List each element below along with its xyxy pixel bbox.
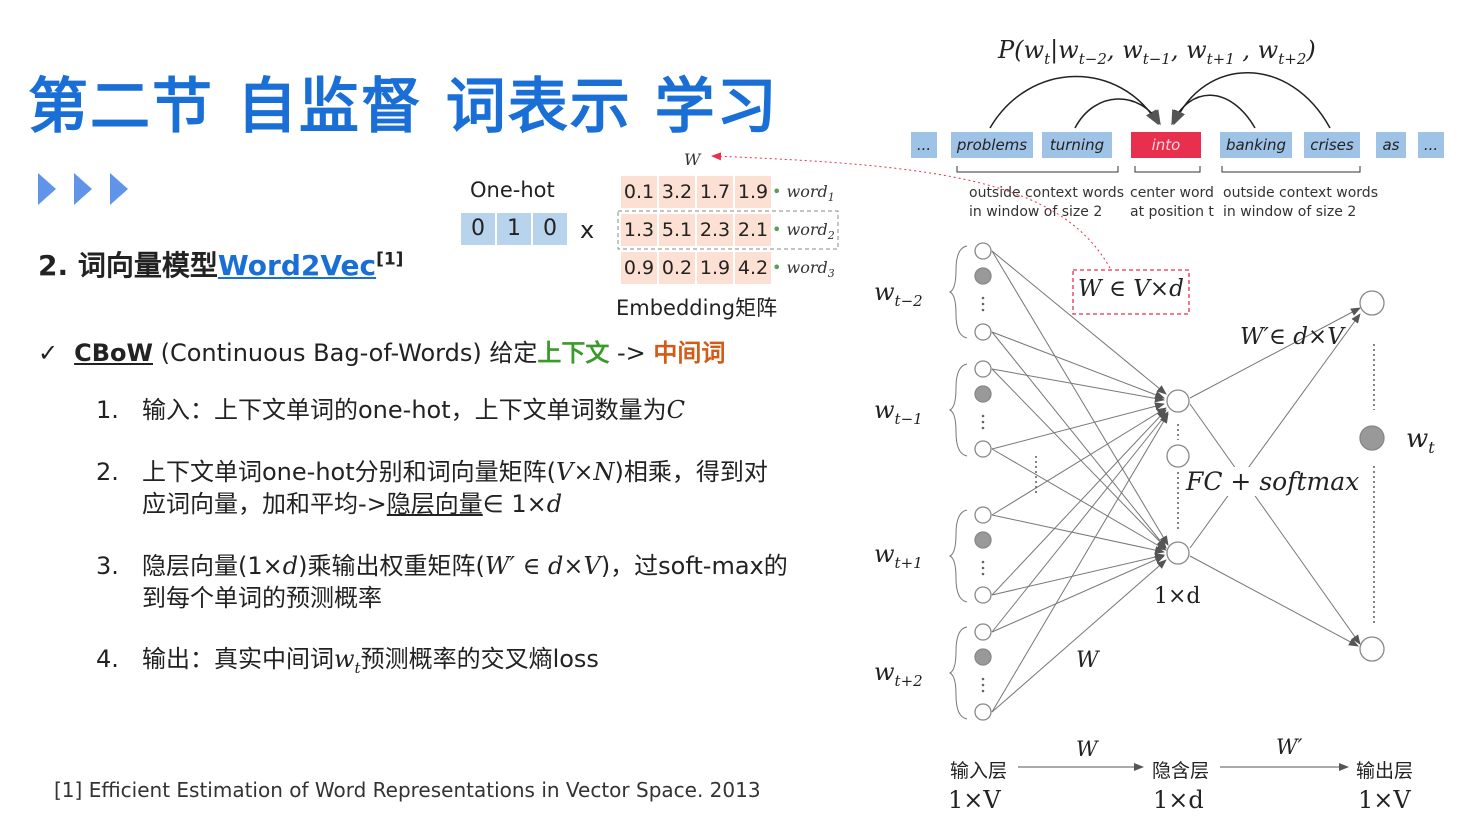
hidden-dim-bottom-label: 1×d: [1153, 786, 1204, 814]
embedding-cell: 0.2: [659, 252, 695, 284]
step-var: C: [666, 396, 685, 424]
wprime-arrow-label: W′: [1276, 735, 1303, 759]
token: crises: [1304, 132, 1360, 158]
step-text: 应词向量，加和平均->: [142, 490, 387, 518]
embedding-cell: 5.1: [659, 214, 695, 246]
chevron-arrows-icon: [38, 173, 128, 205]
cbow-line: ✓ CBoW (Continuous Bag-of-Words) 给定上下文 ->…: [38, 333, 725, 368]
w-lower-label: W: [1076, 648, 1099, 673]
times-sign: x: [580, 216, 595, 244]
cbow-desc: (Continuous Bag-of-Words) 给定: [152, 339, 538, 367]
input-label-wt-1: wt−1: [874, 396, 923, 428]
embedding-cell: 4.2: [735, 252, 771, 284]
w-matrix-label: W: [684, 150, 701, 169]
embedding-cell: 3.2: [659, 176, 695, 208]
token: banking: [1220, 132, 1292, 158]
fc-softmax-label: FC + softmax: [1186, 467, 1360, 496]
step-number: 1.: [96, 396, 119, 424]
slide-title: 第二节 自监督 词表示 学习: [28, 72, 779, 142]
embedding-cell: 2.3: [697, 214, 733, 246]
word-label: • word1: [772, 182, 835, 205]
onehot-label: One-hot: [470, 178, 555, 202]
token: as: [1376, 132, 1406, 158]
word-label: • word2: [772, 220, 835, 243]
embedding-cell: 0.9: [621, 252, 657, 284]
embedding-cell: 1.3: [621, 214, 657, 246]
token: turning: [1042, 132, 1112, 158]
input-label-wt+2: wt+2: [874, 658, 923, 690]
step-2: 2. 上下文单词one-hot分别和词向量矩阵(V×N)相乘，得到对 应词向量，加…: [96, 456, 768, 520]
step-text: )乘输出权重矩阵(: [298, 552, 485, 580]
step-4: 4. 输出：真实中间词wt预测概率的交叉熵loss: [96, 643, 599, 684]
input-dim-label: 1×V: [948, 786, 1001, 814]
step-var: d: [546, 490, 563, 518]
output-label-wt: wt: [1406, 424, 1435, 458]
step-3: 3.隐层向量(1×d)乘输出权重矩阵(W′ ∈ d×V)，过soft-max的 …: [96, 550, 788, 614]
hidden-layer-label: 隐含层: [1152, 760, 1210, 782]
section-text: 词向量模型: [77, 249, 218, 282]
check-icon: ✓: [38, 339, 59, 367]
token: ...: [911, 132, 937, 158]
step-sub: t: [354, 658, 361, 677]
cbow-arrow: ->: [609, 339, 654, 367]
step-text: )相乘，得到对: [614, 458, 768, 486]
step-text: ∈ 1×: [482, 490, 547, 518]
step-number: 4.: [96, 645, 119, 673]
step-text: 输入：上下文单词的one-hot，上下文单词数量为: [142, 396, 667, 424]
output-dim-label: 1×V: [1358, 786, 1411, 814]
step-underlined: 隐层向量: [386, 490, 483, 518]
step-text: 预测概率的交叉熵loss: [360, 645, 599, 673]
step-number: 2.: [96, 458, 119, 486]
embedding-cell: 1.9: [697, 252, 733, 284]
onehot-cell: 0: [461, 213, 495, 245]
step-text: )，过soft-max的: [600, 552, 788, 580]
token: problems: [951, 132, 1033, 158]
onehot-cell: 0: [533, 213, 567, 245]
probability-formula: P(wt|wt−2, wt−1, wt+1 , wt+2): [998, 36, 1316, 68]
section-heading: 2. 词向量模型Word2Vec[1]: [38, 244, 403, 284]
reference-footnote: [1] Efficient Estimation of Word Represe…: [54, 778, 761, 802]
token: ...: [1418, 132, 1444, 158]
embedding-cell: 1.9: [735, 176, 771, 208]
cbow-middle: 中间词: [653, 339, 726, 367]
step-text: 上下文单词one-hot分别和词向量矩阵(: [142, 458, 556, 486]
onehot-cell: 1: [497, 213, 531, 245]
word2vec-link[interactable]: Word2Vec: [217, 249, 377, 282]
embedding-cell: 2.1: [735, 214, 771, 246]
section-number: 2.: [38, 249, 78, 282]
input-layer-label: 输入层: [950, 760, 1008, 782]
step-var: d: [282, 552, 299, 580]
word-label: • word3: [772, 258, 835, 281]
step-number: 3.: [96, 552, 119, 580]
w-prime-dim-label: W′∈ d×V: [1240, 324, 1344, 350]
step-text: 到每个单词的预测概率: [142, 584, 382, 612]
step-var: w: [334, 645, 355, 673]
w-matrix-dim-label: W ∈ V×d: [1078, 276, 1184, 302]
step-1: 1. 输入：上下文单词的one-hot，上下文单词数量为C: [96, 394, 685, 426]
cbow-key: CBoW: [74, 339, 153, 367]
w-arrow-label: W: [1076, 737, 1098, 761]
section-ref: [1]: [376, 249, 404, 270]
step-text: 隐层向量(1×: [142, 552, 283, 580]
cbow-context: 上下文: [537, 339, 610, 367]
center-token: into: [1131, 132, 1201, 158]
step-text: 输出：真实中间词: [142, 645, 334, 673]
input-label-wt-2: wt−2: [874, 278, 923, 310]
step-var: V×N: [556, 458, 615, 486]
hidden-dim-label: 1×d: [1154, 584, 1201, 609]
embedding-matrix-label: Embedding矩阵: [616, 296, 778, 320]
output-layer-label: 输出层: [1356, 760, 1414, 782]
embedding-cell: 1.7: [697, 176, 733, 208]
embedding-cell: 0.1: [621, 176, 657, 208]
input-label-wt+1: wt+1: [874, 540, 923, 572]
step-var: W′ ∈ d×V: [484, 552, 601, 580]
